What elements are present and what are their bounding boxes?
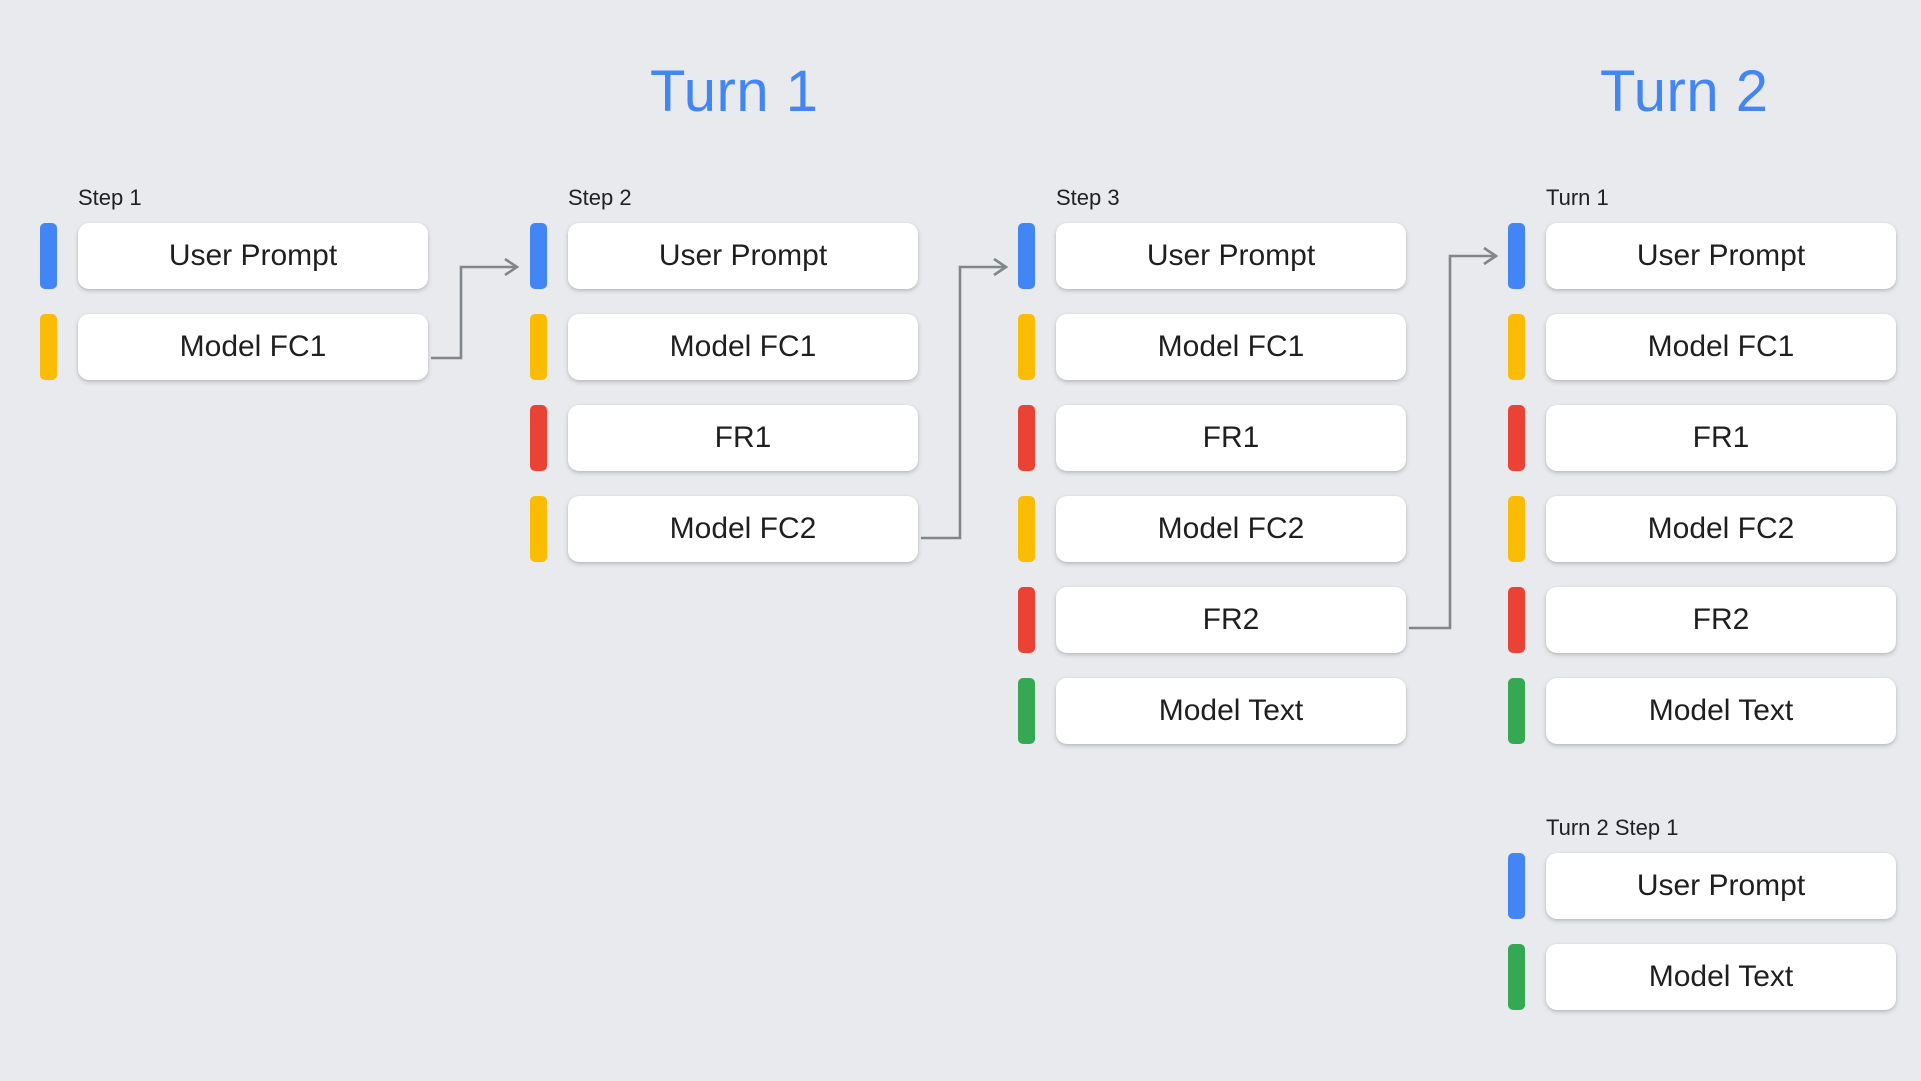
row-item[interactable]: Model FC1 [40, 314, 428, 380]
row-item[interactable]: FR1 [1018, 405, 1406, 471]
card-label[interactable]: Model FC1 [1056, 314, 1406, 380]
card-label[interactable]: FR1 [1056, 405, 1406, 471]
card-label[interactable]: Model FC1 [568, 314, 918, 380]
row-item[interactable]: Model FC1 [1508, 314, 1896, 380]
status-bar-yellow [1508, 314, 1525, 380]
row-item[interactable]: FR2 [1508, 587, 1896, 653]
row-item[interactable]: User Prompt [1508, 223, 1896, 289]
row-list-step-2: User Prompt Model FC1 FR1 Model FC2 [530, 223, 918, 562]
connector-step3-to-turn2 [1409, 246, 1499, 630]
card-label[interactable]: FR2 [1056, 587, 1406, 653]
card-label[interactable]: User Prompt [568, 223, 918, 289]
connector-step1-to-step2 [431, 257, 520, 360]
column-label-turn2-turn1: Turn 1 [1546, 185, 1609, 210]
status-bar-yellow [40, 314, 57, 380]
status-bar-blue [530, 223, 547, 289]
row-item[interactable]: Model FC1 [1018, 314, 1406, 380]
row-item[interactable]: User Prompt [1018, 223, 1406, 289]
row-item[interactable]: User Prompt [530, 223, 918, 289]
status-bar-yellow [1018, 314, 1035, 380]
status-bar-green [1018, 678, 1035, 744]
status-bar-red [1508, 405, 1525, 471]
status-bar-yellow [530, 496, 547, 562]
status-bar-green [1508, 678, 1525, 744]
row-item[interactable]: FR2 [1018, 587, 1406, 653]
card-label[interactable]: Model Text [1546, 944, 1896, 1010]
column-label-step-1: Step 1 [78, 185, 142, 210]
status-bar-yellow [1018, 496, 1035, 562]
status-bar-red [1018, 587, 1035, 653]
card-label[interactable]: User Prompt [1056, 223, 1406, 289]
row-item[interactable]: FR1 [1508, 405, 1896, 471]
card-label[interactable]: FR1 [1546, 405, 1896, 471]
row-item[interactable]: Model Text [1508, 944, 1896, 1010]
card-label[interactable]: Model FC2 [568, 496, 918, 562]
card-label[interactable]: FR1 [568, 405, 918, 471]
column-label-turn2-step1: Turn 2 Step 1 [1546, 815, 1679, 840]
card-label[interactable]: Model FC1 [1546, 314, 1896, 380]
row-item[interactable]: Model FC2 [1508, 496, 1896, 562]
row-item[interactable]: Model Text [1508, 678, 1896, 744]
status-bar-yellow [1508, 496, 1525, 562]
row-item[interactable]: Model FC2 [1018, 496, 1406, 562]
row-item[interactable]: FR1 [530, 405, 918, 471]
card-label[interactable]: User Prompt [1546, 223, 1896, 289]
row-list-turn2-turn1: User Prompt Model FC1 FR1 Model FC2 FR2 … [1508, 223, 1896, 744]
column-step-3: Step 3 User Prompt Model FC1 FR1 Model F… [1018, 185, 1406, 744]
row-list-step-1: User Prompt Model FC1 [40, 223, 428, 380]
card-label[interactable]: Model Text [1056, 678, 1406, 744]
column-label-step-3: Step 3 [1056, 185, 1120, 210]
row-item[interactable]: User Prompt [40, 223, 428, 289]
row-list-step-3: User Prompt Model FC1 FR1 Model FC2 FR2 … [1018, 223, 1406, 744]
row-list-turn2-step1: User Prompt Model Text [1508, 853, 1896, 1010]
connector-step2-to-step3 [921, 257, 1009, 540]
status-bar-red [1018, 405, 1035, 471]
row-item[interactable]: Model Text [1018, 678, 1406, 744]
status-bar-red [530, 405, 547, 471]
status-bar-yellow [530, 314, 547, 380]
card-label[interactable]: Model FC1 [78, 314, 428, 380]
status-bar-green [1508, 944, 1525, 1010]
turn-1-heading: Turn 1 [650, 59, 819, 124]
column-turn2-turn1: Turn 1 User Prompt Model FC1 FR1 Model F… [1508, 185, 1896, 744]
column-turn2-step1: Turn 2 Step 1 User Prompt Model Text [1508, 815, 1896, 1010]
status-bar-blue [1508, 223, 1525, 289]
status-bar-blue [40, 223, 57, 289]
card-label[interactable]: User Prompt [1546, 853, 1896, 919]
row-item[interactable]: Model FC1 [530, 314, 918, 380]
status-bar-red [1508, 587, 1525, 653]
column-step-1: Step 1 User Prompt Model FC1 [40, 185, 428, 380]
row-item[interactable]: Model FC2 [530, 496, 918, 562]
card-label[interactable]: Model FC2 [1546, 496, 1896, 562]
card-label[interactable]: Model FC2 [1056, 496, 1406, 562]
status-bar-blue [1508, 853, 1525, 919]
row-item[interactable]: User Prompt [1508, 853, 1896, 919]
column-label-step-2: Step 2 [568, 185, 632, 210]
card-label[interactable]: Model Text [1546, 678, 1896, 744]
card-label[interactable]: User Prompt [78, 223, 428, 289]
column-step-2: Step 2 User Prompt Model FC1 FR1 Model F… [530, 185, 918, 562]
status-bar-blue [1018, 223, 1035, 289]
card-label[interactable]: FR2 [1546, 587, 1896, 653]
turn-2-heading: Turn 2 [1600, 59, 1769, 124]
